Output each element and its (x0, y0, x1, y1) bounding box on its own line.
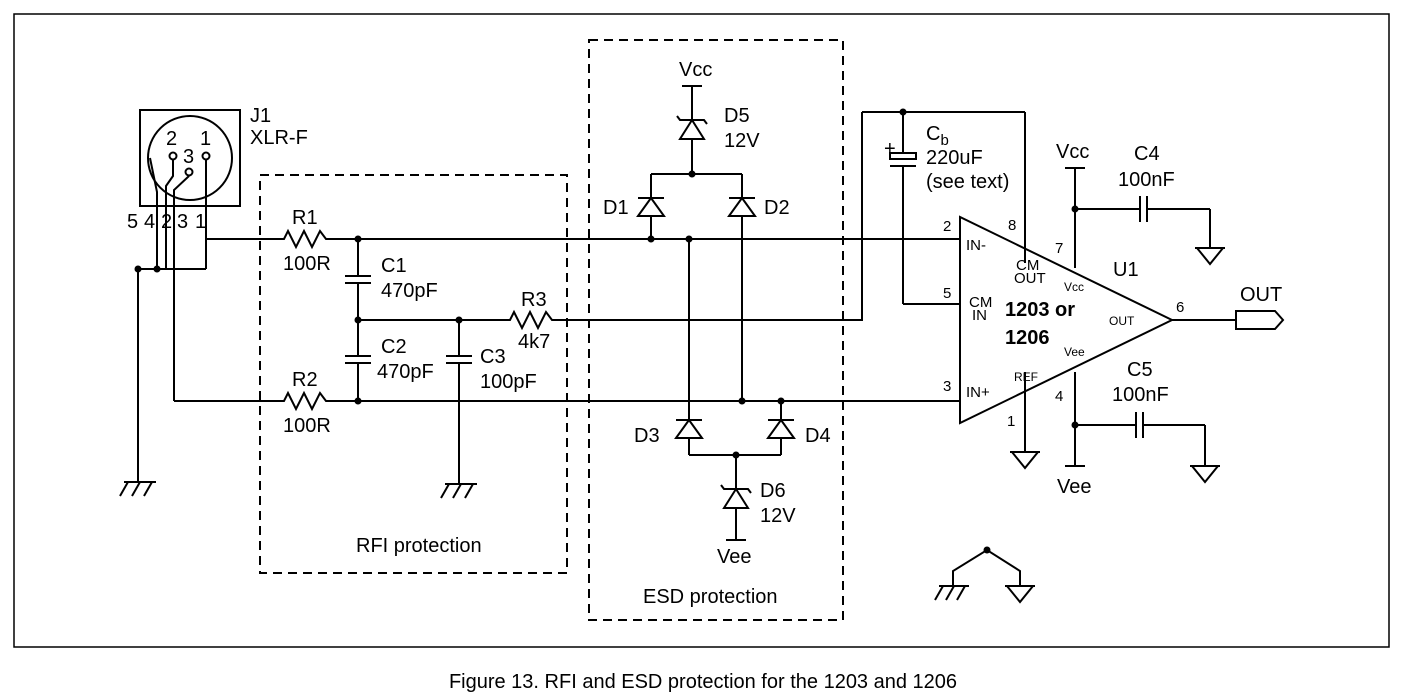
r2-ref: R2 (292, 369, 318, 391)
wire-2-label: 2 (161, 211, 172, 233)
signal-ground-c4 (1194, 247, 1226, 266)
signal-ground-ref (1009, 451, 1041, 470)
zener-diode-d5 (676, 115, 708, 174)
c2-ref: C2 (381, 336, 407, 358)
cb-ref: Cb (926, 123, 949, 149)
r3-ref: R3 (521, 289, 547, 311)
d5-ref: D5 (724, 105, 750, 127)
zener-diode-d6 (720, 455, 752, 540)
pin-cm-in-label-1: CM (969, 294, 992, 311)
rfi-protection-block (259, 174, 568, 574)
c5-ref: C5 (1127, 359, 1153, 381)
diode-d3 (674, 418, 704, 455)
c3-value: 100pF (480, 371, 537, 393)
d6-ref: D6 (760, 480, 786, 502)
c4-ref: C4 (1134, 143, 1160, 165)
esd-protection-block (588, 39, 844, 621)
j1-type: XLR-F (250, 127, 308, 149)
resistor-r1 (278, 228, 358, 250)
cb-note: (see text) (926, 171, 1009, 193)
ground-tie-legend (934, 546, 1036, 604)
r1-value: 100R (283, 253, 331, 275)
pin-out-label: OUT (1109, 314, 1135, 328)
output-label: OUT (1240, 284, 1282, 306)
c3-ref: C3 (480, 346, 506, 368)
diode-d4 (766, 401, 796, 455)
diode-d2 (727, 174, 757, 401)
amplifier-u1 (959, 215, 1175, 425)
wire-5-label: 5 (127, 211, 138, 233)
chassis-ground-c3 (440, 483, 477, 499)
d4-ref: D4 (805, 425, 831, 447)
part-number-line2: 1206 (1005, 327, 1050, 349)
cb-value: 220uF (926, 147, 983, 169)
capacitor-c4 (1075, 196, 1211, 248)
pin-cm-out-label-1: CM (1016, 257, 1039, 274)
pin-number-3: 3 (943, 378, 951, 395)
resistor-r3 (504, 112, 863, 331)
r3-value: 4k7 (518, 331, 550, 353)
wire-4-label: 4 (144, 211, 155, 233)
pin-in-minus-label: IN- (966, 237, 986, 254)
rfi-block-label: RFI protection (356, 535, 482, 557)
wire-1-label: 1 (195, 211, 206, 233)
u1-ref: U1 (1113, 259, 1139, 281)
c1-ref: C1 (381, 255, 407, 277)
xlr-pin-3-label: 3 (183, 146, 194, 168)
pin-number-7: 7 (1055, 240, 1063, 257)
d3-ref: D3 (634, 425, 660, 447)
cb-polarity: + (884, 138, 896, 160)
capacitor-c3 (446, 320, 472, 484)
pin-number-2: 2 (943, 218, 951, 235)
pin-number-6: 6 (1176, 299, 1184, 316)
c2-value: 470pF (377, 361, 434, 383)
diode-d1 (636, 174, 666, 239)
pin-in-plus-label: IN+ (966, 384, 990, 401)
pin-number-4: 4 (1055, 388, 1063, 405)
pin-number-5: 5 (943, 285, 951, 302)
d6-value: 12V (760, 505, 796, 527)
chassis-ground-j1 (119, 481, 156, 497)
capacitor-c1 (345, 239, 371, 320)
figure-caption: Figure 13. RFI and ESD protection for th… (449, 671, 957, 693)
capacitor-cb (889, 112, 917, 304)
vcc-amp-label: Vcc (1056, 141, 1089, 163)
capacitor-c2 (345, 320, 371, 401)
pin-vee-label: Vee (1064, 345, 1085, 359)
figure-frame (13, 13, 1390, 648)
vcc-esd-label: Vcc (679, 59, 712, 81)
r2-value: 100R (283, 415, 331, 437)
j1-ref: J1 (250, 105, 271, 127)
wire-3-label: 3 (177, 211, 188, 233)
r1-ref: R1 (292, 207, 318, 229)
pin-cm-out-label-2: OUT (1014, 270, 1046, 287)
capacitor-c5 (1075, 412, 1206, 466)
resistor-r2 (278, 390, 358, 412)
c5-value: 100nF (1112, 384, 1169, 406)
pin-number-8: 8 (1008, 217, 1016, 234)
d1-ref: D1 (603, 197, 629, 219)
output-port-arrow (1235, 310, 1285, 330)
esd-block-label: ESD protection (643, 586, 778, 608)
vee-esd-label: Vee (717, 546, 751, 568)
d5-value: 12V (724, 130, 760, 152)
xlr-connector-j1: 2 3 1 5 4 2 3 1 (127, 109, 241, 401)
xlr-pin-2-label: 2 (166, 128, 177, 150)
signal-ground-c5 (1189, 465, 1221, 484)
c4-value: 100nF (1118, 169, 1175, 191)
part-number-line1: 1203 or (1005, 299, 1075, 321)
pin-number-1: 1 (1007, 413, 1015, 430)
c1-value: 470pF (381, 280, 438, 302)
d2-ref: D2 (764, 197, 790, 219)
pin-cm-in-label-2: IN (972, 307, 987, 324)
pin-vcc-label: Vcc (1064, 280, 1084, 294)
vee-amp-label: Vee (1057, 476, 1091, 498)
xlr-pin-1-label: 1 (200, 128, 211, 150)
